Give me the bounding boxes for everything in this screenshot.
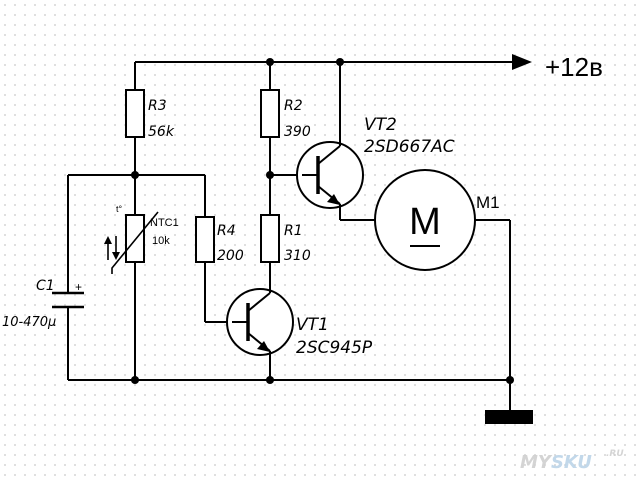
svg-text:MYSKU: MYSKU <box>520 452 592 473</box>
junction-dot <box>266 58 274 66</box>
resistor-r1: R1 310 <box>260 214 311 264</box>
transistor-vt2: VT2 2SD667AC <box>296 115 455 209</box>
watermark-accent: SKU <box>551 452 592 473</box>
r1-value: 310 <box>284 248 311 264</box>
r4-value: 200 <box>217 248 244 264</box>
resistor-r2: R2 390 <box>260 89 311 140</box>
r2-value: 390 <box>284 124 311 140</box>
vt2-name: VT2 <box>364 115 397 135</box>
r2-name: R2 <box>284 98 303 114</box>
ntc1-value: 10k <box>152 235 170 247</box>
thermistor-ntc1: t° NTC1 10k <box>104 204 179 274</box>
motor-m1: M M1 <box>374 169 500 271</box>
ntc1-name: NTC1 <box>150 217 179 229</box>
watermark-suffix: .RU <box>606 449 624 459</box>
svg-text:+: + <box>75 280 82 294</box>
m1-name: M1 <box>476 193 500 212</box>
c1-value: 10-470µ <box>2 315 56 330</box>
svg-text:t°: t° <box>116 204 123 214</box>
junction-dot <box>266 171 274 179</box>
vt2-value: 2SD667AC <box>364 137 455 157</box>
r1-name: R1 <box>284 223 303 239</box>
r4-name: R4 <box>217 223 236 239</box>
junction-dot <box>266 376 274 384</box>
m1-symbol: M <box>409 201 441 243</box>
ground-symbol <box>485 410 533 424</box>
resistor-r4: R4 200 <box>195 216 244 264</box>
junction-dot <box>336 58 344 66</box>
r3-value: 56k <box>148 124 175 140</box>
watermark-brand: MY <box>520 452 553 473</box>
junction-dot <box>131 376 139 384</box>
capacitor-c1: + C1 10-470µ <box>2 278 84 330</box>
junction-dot <box>506 376 514 384</box>
supply-arrow <box>512 54 532 70</box>
r3-name: R3 <box>148 98 167 114</box>
transistor-vt1: VT1 2SC945P <box>226 288 373 358</box>
junction-dots <box>131 58 514 384</box>
supply-label: +12в <box>545 52 603 82</box>
resistor-r3: R3 56k <box>125 89 175 140</box>
vt1-name: VT1 <box>296 315 329 335</box>
vt1-value: 2SC945P <box>296 338 373 358</box>
watermark: MYSKU .RU <box>520 449 624 473</box>
c1-name: C1 <box>36 278 55 294</box>
junction-dot <box>131 171 139 179</box>
